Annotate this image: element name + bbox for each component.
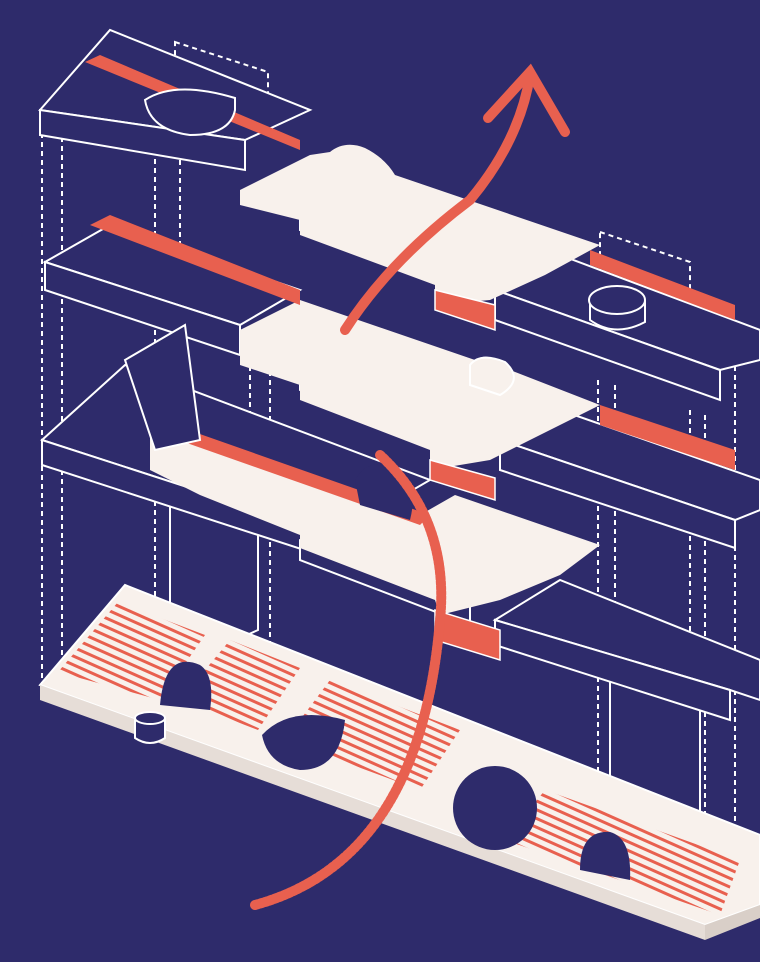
opening-round (453, 766, 537, 850)
bollard (135, 712, 165, 743)
